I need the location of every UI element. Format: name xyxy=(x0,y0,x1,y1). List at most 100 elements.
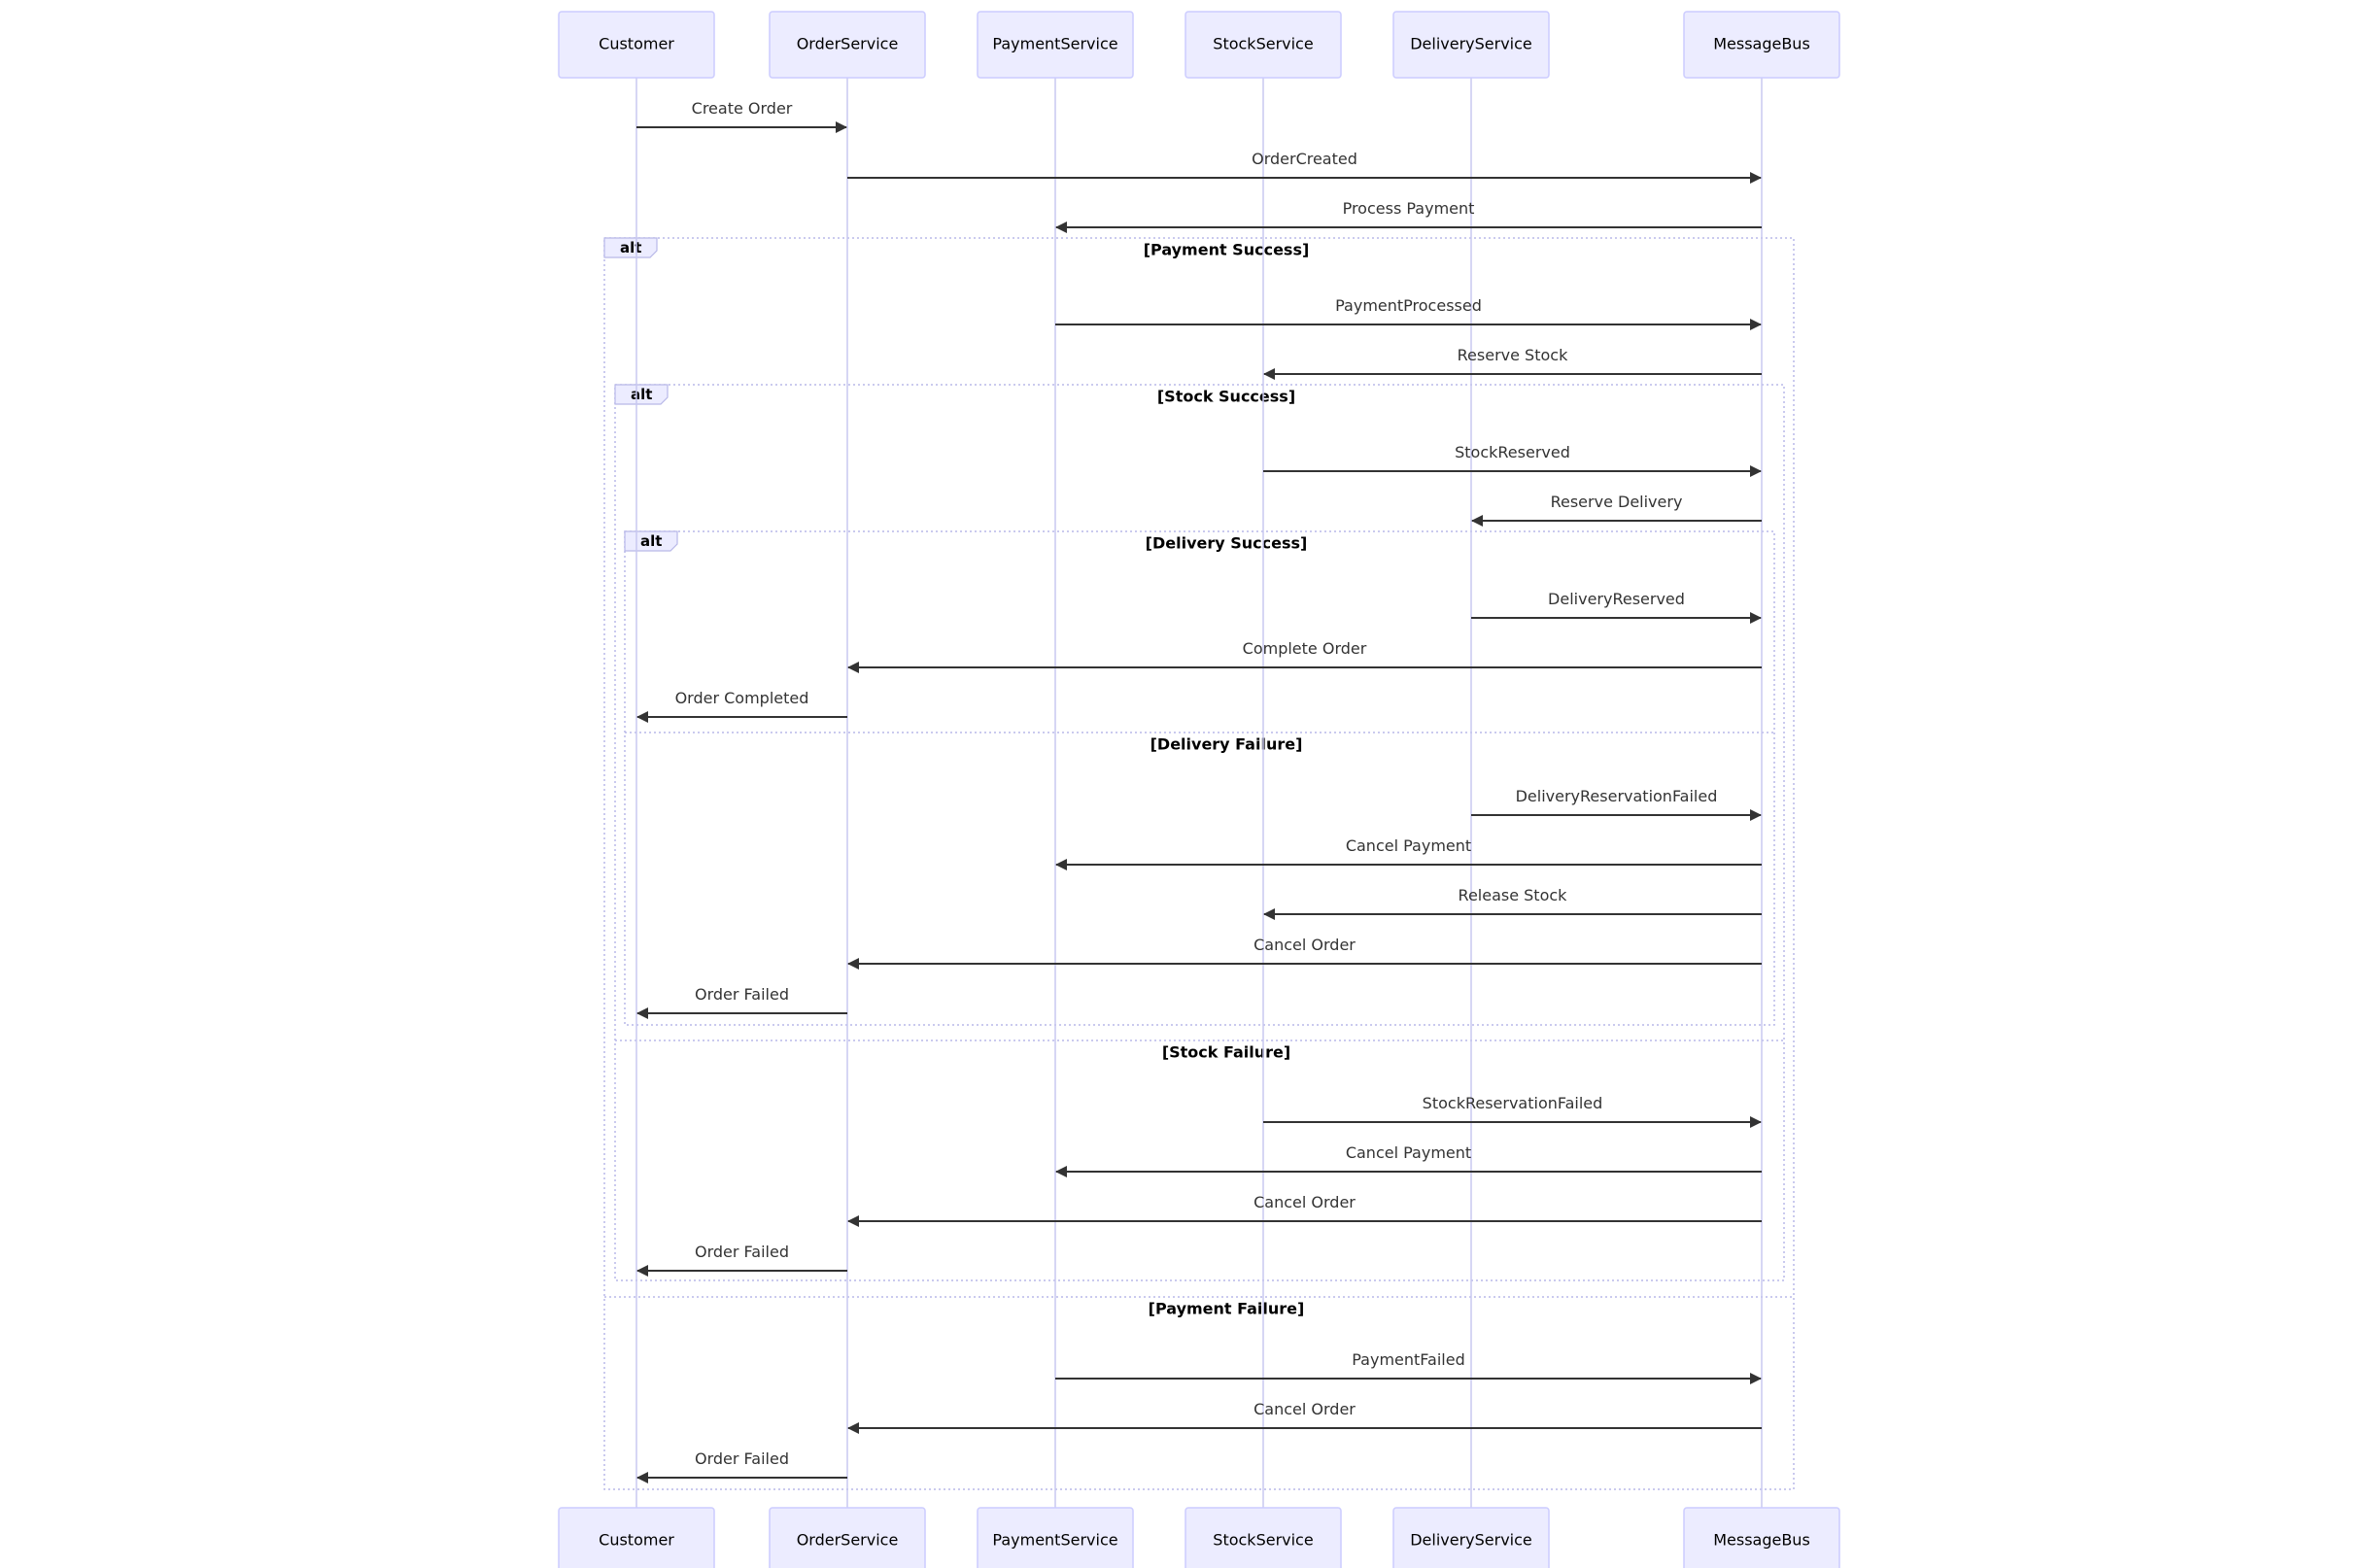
participant-bus-top: MessageBus xyxy=(1683,11,1840,79)
participant-box xyxy=(1683,11,1840,79)
alt-fragment-label: alt xyxy=(640,532,662,550)
message-arrow: Order Failed xyxy=(636,1449,847,1483)
participant-box xyxy=(977,1507,1134,1568)
message-label: Order Completed xyxy=(675,689,809,707)
fragments-layer: alt[Payment Success][Payment Failure]alt… xyxy=(603,237,1795,1490)
participant-label: Customer xyxy=(599,35,674,53)
message-label: Reserve Delivery xyxy=(1551,493,1683,511)
message-arrow: StockReserved xyxy=(1263,443,1762,477)
message-arrow: Cancel Payment xyxy=(1055,1143,1762,1177)
message-arrow: Cancel Payment xyxy=(1055,836,1762,870)
alt-fragment-frame xyxy=(614,384,1785,1281)
message-arrow: Release Stock xyxy=(1263,886,1762,920)
message-label: Reserve Stock xyxy=(1458,346,1568,364)
message-label: Create Order xyxy=(692,99,793,118)
participant-label: OrderService xyxy=(797,1531,899,1550)
alt-condition-label: [Stock Success] xyxy=(1157,388,1295,406)
alt-fragment-label: alt xyxy=(631,386,652,403)
participant-box xyxy=(558,1507,715,1568)
message-arrow: Process Payment xyxy=(1055,199,1762,233)
message-label: OrderCreated xyxy=(1252,150,1357,168)
participant-box xyxy=(1184,11,1342,79)
participant-label: StockService xyxy=(1213,1531,1313,1550)
alt-fragment-tab xyxy=(603,237,658,258)
message-arrow: Cancel Order xyxy=(847,1400,1762,1434)
message-arrow: Reserve Delivery xyxy=(1471,493,1762,527)
message-label: StockReservationFailed xyxy=(1423,1094,1603,1112)
message-label: DeliveryReservationFailed xyxy=(1516,787,1718,805)
participant-label: MessageBus xyxy=(1713,1531,1810,1550)
message-arrow: Reserve Stock xyxy=(1263,346,1762,380)
message-label: Order Failed xyxy=(695,1449,789,1468)
participant-customer-top: Customer xyxy=(558,11,715,79)
message-label: Cancel Payment xyxy=(1346,836,1471,855)
participant-payment-top: PaymentService xyxy=(977,11,1134,79)
alt-fragment: alt [Delivery Success] [Delivery Failure] xyxy=(624,530,1775,1026)
alt-fragment-label: alt xyxy=(620,239,641,256)
alt-condition-label: [Payment Failure] xyxy=(1149,1300,1305,1318)
message-label: Cancel Order xyxy=(1253,936,1356,954)
message-label: Cancel Order xyxy=(1253,1400,1356,1418)
message-label: Complete Order xyxy=(1243,639,1367,658)
message-arrow: DeliveryReservationFailed xyxy=(1471,787,1762,821)
alt-fragment-frame xyxy=(624,530,1775,1026)
participant-stock-top: StockService xyxy=(1184,11,1342,79)
message-arrow: DeliveryReserved xyxy=(1471,590,1762,624)
message-label: Release Stock xyxy=(1459,886,1568,904)
participant-box xyxy=(977,11,1134,79)
alt-condition-label: [Delivery Failure] xyxy=(1150,735,1303,754)
participant-label: PaymentService xyxy=(992,1531,1117,1550)
participant-box xyxy=(1184,1507,1342,1568)
message-label: DeliveryReserved xyxy=(1548,590,1685,608)
alt-fragment-frame xyxy=(603,237,1795,1490)
alt-fragment-tab xyxy=(614,384,669,405)
message-arrow: Order Failed xyxy=(636,1243,847,1277)
participant-label: DeliveryService xyxy=(1410,35,1532,53)
message-label: PaymentProcessed xyxy=(1335,296,1482,315)
participant-box xyxy=(1392,1507,1550,1568)
participant-box xyxy=(769,11,926,79)
participant-box xyxy=(558,11,715,79)
participant-order-top: OrderService xyxy=(769,11,926,79)
participant-box xyxy=(1392,11,1550,79)
participants-layer: CustomerCustomerOrderServiceOrderService… xyxy=(558,11,1840,1568)
alt-condition-label: [Stock Failure] xyxy=(1162,1043,1290,1062)
participant-stock-bottom: StockService xyxy=(1184,1507,1342,1568)
participant-label: Customer xyxy=(599,1531,674,1550)
participant-label: StockService xyxy=(1213,35,1313,53)
message-arrow: Order Failed xyxy=(636,985,847,1019)
lifelines-layer xyxy=(635,78,1763,1508)
message-arrow: OrderCreated xyxy=(847,150,1762,184)
message-label: Order Failed xyxy=(695,985,789,1004)
message-arrow: Create Order xyxy=(636,99,847,133)
message-arrow: Cancel Order xyxy=(847,1193,1762,1227)
participant-label: PaymentService xyxy=(992,35,1117,53)
participant-box xyxy=(1683,1507,1840,1568)
participant-customer-bottom: Customer xyxy=(558,1507,715,1568)
alt-fragment: alt [Stock Success] [Stock Failure] xyxy=(614,384,1785,1281)
participant-payment-bottom: PaymentService xyxy=(977,1507,1134,1568)
message-arrow: PaymentProcessed xyxy=(1055,296,1762,330)
alt-condition-label: [Delivery Success] xyxy=(1146,534,1308,553)
participant-order-bottom: OrderService xyxy=(769,1507,926,1568)
alt-condition-label: [Payment Success] xyxy=(1144,241,1310,259)
alt-fragment-tab xyxy=(624,530,678,552)
participant-delivery-top: DeliveryService xyxy=(1392,11,1550,79)
participant-label: DeliveryService xyxy=(1410,1531,1532,1550)
message-label: StockReserved xyxy=(1455,443,1570,461)
message-label: PaymentFailed xyxy=(1352,1350,1464,1369)
message-arrow: Order Completed xyxy=(636,689,847,723)
message-label: Process Payment xyxy=(1343,199,1475,218)
message-label: Order Failed xyxy=(695,1243,789,1261)
message-arrow: Complete Order xyxy=(847,639,1762,673)
message-arrow: StockReservationFailed xyxy=(1263,1094,1762,1128)
message-label: Cancel Payment xyxy=(1346,1143,1471,1162)
participant-label: OrderService xyxy=(797,35,899,53)
message-arrow: PaymentFailed xyxy=(1055,1350,1762,1384)
participant-bus-bottom: MessageBus xyxy=(1683,1507,1840,1568)
message-arrow: Cancel Order xyxy=(847,936,1762,970)
alt-fragment: alt [Payment Success] [Payment Failure] xyxy=(603,237,1795,1490)
